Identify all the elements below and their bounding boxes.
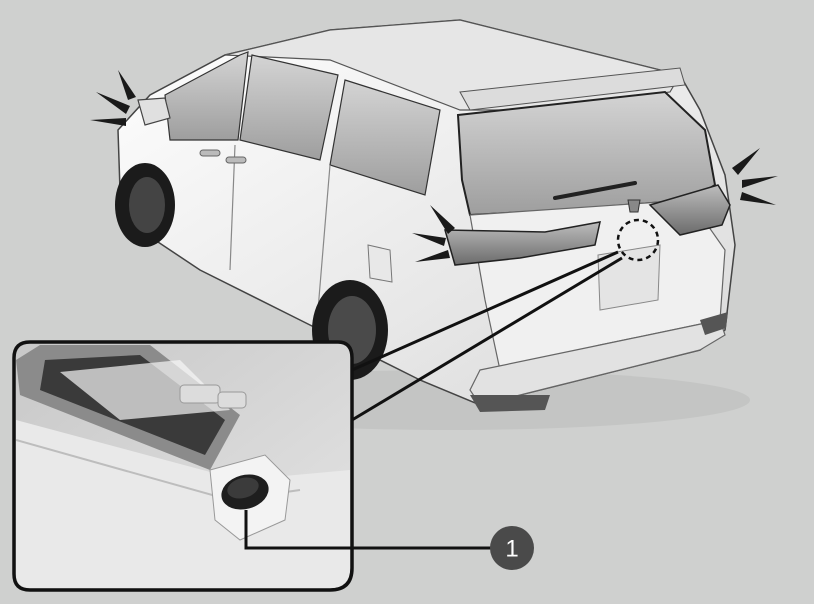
rear-wiper bbox=[553, 181, 637, 200]
rear-left-tail-lamp bbox=[443, 221, 601, 266]
mirror-flash-indicator bbox=[90, 70, 136, 126]
zoom-leader-lines bbox=[351, 250, 623, 422]
front-wheel bbox=[115, 163, 175, 247]
callout-badge: 1 bbox=[490, 526, 534, 570]
fuel-door bbox=[367, 244, 393, 283]
license-plate-recess bbox=[597, 244, 661, 311]
front-side-window bbox=[164, 51, 249, 141]
rear-right-lamp-flash-indicator bbox=[732, 148, 778, 205]
sliding-door-handle bbox=[225, 156, 247, 164]
rear-side-window bbox=[329, 79, 441, 196]
switch-detail-inset bbox=[12, 340, 354, 592]
rear-spoiler bbox=[459, 67, 686, 111]
rear-left-lamp-flash-indicator bbox=[412, 205, 455, 262]
callout-leader-line bbox=[244, 510, 492, 550]
switch-location-marker bbox=[616, 218, 660, 262]
left-side-mirror bbox=[137, 97, 171, 126]
front-door-handle bbox=[199, 149, 221, 157]
emblem bbox=[627, 199, 641, 213]
middle-side-window bbox=[239, 54, 339, 161]
callout-number: 1 bbox=[505, 536, 518, 563]
rear-right-tail-lamp bbox=[648, 184, 731, 236]
